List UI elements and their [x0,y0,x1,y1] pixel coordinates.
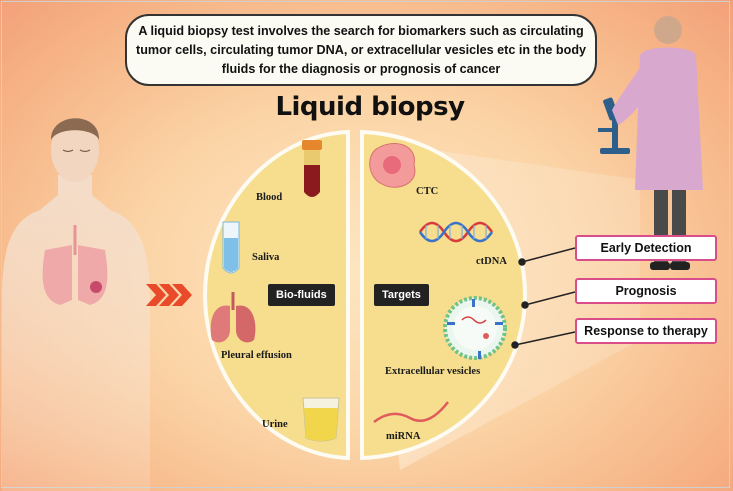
description-box: A liquid biopsy test involves the search… [125,14,597,86]
label-blood: Blood [256,192,283,203]
outcome-prognosis: Prognosis [575,278,717,304]
outcome-response-to-therapy: Response to therapy [575,318,717,344]
label-extracellular-vesicles: Extracellular vesicles [385,366,481,377]
dna-helix-icon [418,221,494,243]
biofluids-tag: Bio-fluids [268,284,335,306]
label-mirna: miRNA [386,431,421,442]
targets-panel [360,129,528,461]
targets-tag: Targets [374,284,429,306]
label-pleural-effusion: Pleural effusion [221,350,292,361]
page-title: Liquid biopsy [275,92,465,122]
human-lungs-figure-icon [2,118,150,491]
urine-cup-icon [302,397,340,442]
label-urine: Urine [262,419,288,430]
label-saliva: Saliva [252,252,280,263]
ctc-cell-icon [369,143,416,188]
extracellular-vesicle-icon [443,296,507,360]
outcome-early-detection: Early Detection [575,235,717,261]
description-text: A liquid biopsy test involves the search… [136,23,587,76]
label-ctc: CTC [416,186,439,197]
chevron-arrows-icon [146,284,192,306]
label-ctdna: ctDNA [476,256,507,267]
outcome-connectors [511,247,576,349]
blood-tube-icon [302,140,322,197]
saliva-tube-icon [222,221,240,274]
mirna-strand-icon [373,401,449,423]
lungs-icon [210,292,256,343]
